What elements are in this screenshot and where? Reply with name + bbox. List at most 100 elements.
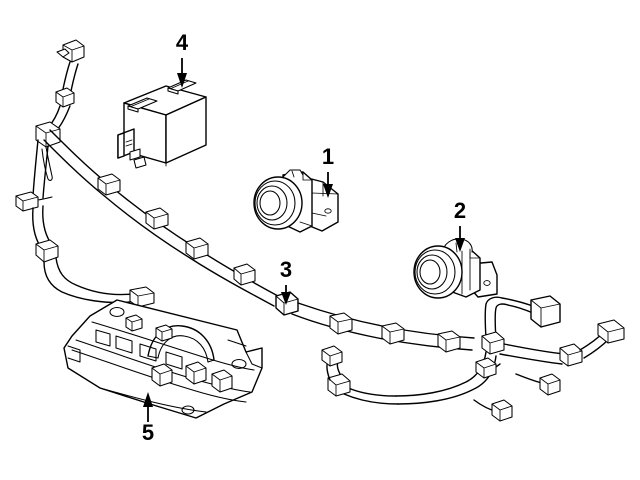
harness-clip-callout3-edges [275, 295, 299, 316]
callout-5: 5 [142, 392, 154, 445]
harness-clip-ul-1-edges [55, 91, 75, 108]
bracket-rib-long-2 [71, 349, 247, 403]
bracket-arch-ends [147, 355, 215, 363]
bracket-tower-3-edges [185, 365, 207, 385]
bracket-bottom-fold [99, 387, 207, 413]
harness-connector-left-side [15, 191, 39, 212]
bracket-tower-2 [155, 324, 173, 342]
parking-assist-sensor-front[interactable] [253, 169, 339, 233]
callout-3-arrowhead [281, 292, 291, 305]
control-module-foot [133, 156, 147, 169]
sensor1-collar-top-edge [302, 171, 313, 181]
callout-4-arrowhead [177, 73, 187, 88]
bracket-arch-inner [157, 335, 209, 363]
bracket-boss-top-left [109, 306, 125, 318]
sensor1-block-score [311, 192, 339, 217]
bracket-tower-1 [125, 314, 143, 332]
harness-connector-left-side-edges [15, 195, 39, 212]
harness-connector-big-right [530, 295, 561, 328]
harness-junction-ul [35, 121, 61, 148]
bracket-tower-3 [185, 361, 207, 385]
harness-clip-bottom-bend-edges [327, 377, 351, 397]
harness-connector-ll-tail [129, 286, 155, 308]
harness-bottom-left-b [343, 393, 399, 405]
bracket-pocket-4 [165, 351, 183, 370]
callout-4: 4 [176, 30, 189, 88]
harness-connector-top-left-keyway [56, 48, 70, 58]
bracket-shoulder-step [245, 351, 263, 369]
bracket-tower-5-edges [151, 367, 173, 387]
harness-clip-ll-1 [35, 239, 59, 263]
bracket-boss-right [231, 358, 247, 370]
sensor2-membrane [419, 259, 441, 285]
callout-1-arrowhead [323, 184, 333, 198]
bracket-tower-4 [211, 369, 233, 393]
harness-clip-ul-1 [55, 87, 75, 108]
harness-far-right-b [499, 353, 563, 365]
harness-connector-stub-right-edges [491, 403, 513, 422]
harness-clip-right-2 [381, 322, 405, 345]
sensor1-collar-bottom-edge [299, 221, 313, 227]
harness-left-loop-b [42, 205, 51, 243]
harness-connector-bottom-hook [321, 345, 343, 367]
callout-3-number: 3 [280, 257, 292, 282]
harness-junction-ul-edges [35, 125, 61, 148]
bracket-left-chamfer [63, 335, 73, 349]
harness-clip-main-2 [145, 207, 169, 230]
harness-lower-left-tail-b [55, 257, 133, 296]
bracket-pocket-1 [95, 329, 111, 347]
bracket-tower-5 [151, 363, 173, 387]
harness-connector-big-right-edges [530, 299, 561, 328]
control-module-mount-tab-rear-score [170, 80, 189, 89]
callout-5-arrowhead [143, 392, 153, 407]
sensor1-membrane [259, 190, 281, 216]
callout-1: 1 [322, 144, 334, 198]
bracket-arch-outer [147, 325, 215, 361]
harness-clip-right-3-edges [437, 333, 461, 353]
harness-main-rail-bottom [43, 139, 275, 307]
harness-stub-ul [41, 146, 53, 181]
callout-5-number: 5 [142, 420, 154, 445]
control-module-connector-latch [129, 148, 141, 161]
harness-connector-stub-right [491, 399, 513, 422]
control-module-edge-detail [123, 150, 167, 167]
control-module-mount-tab-front-edge [127, 105, 139, 113]
bracket-rib-long-1 [75, 339, 251, 393]
harness-connector-stub-mid [475, 357, 497, 379]
harness-clip-right-2-edges [381, 325, 405, 345]
harness-left-rail-b [42, 145, 49, 199]
control-module-side-face [165, 96, 207, 164]
harness-connector-bottom-hook-edges [321, 349, 343, 367]
control-module-mount-tab-front-score [130, 98, 150, 107]
harness-clip-far-right-edges [559, 347, 583, 367]
harness-lower-left-tail-a [43, 261, 131, 304]
harness-clip-main-3 [185, 237, 209, 260]
sensor2-collar-top-edge [469, 248, 481, 259]
harness-clip-bottom-bend [327, 373, 351, 397]
harness-riser-b [494, 303, 509, 341]
bracket-tower-1-edges [125, 317, 143, 332]
bumper-bracket[interactable] [63, 299, 263, 419]
control-module[interactable] [117, 79, 207, 169]
harness-connector-stub-mid-edges [475, 361, 497, 379]
callout-2-number: 2 [454, 198, 466, 223]
harness-connector-far-right-end-edges [597, 323, 625, 344]
harness-connector-stub-lowerright [539, 373, 561, 396]
callout-2-arrowhead [455, 238, 465, 252]
callout-2: 2 [454, 198, 466, 252]
harness-clip-ll-1-edges [35, 243, 59, 263]
harness-clip-main-3-edges [185, 241, 209, 260]
wire-harness[interactable] [15, 39, 625, 422]
sensor1-latch-dimple [324, 208, 332, 214]
harness-clip-main-2-edges [145, 211, 169, 230]
control-module-connector-face [117, 132, 125, 159]
callout-1-number: 1 [322, 144, 334, 169]
harness-connector-stub-lowerright-edges [539, 377, 561, 396]
control-module-connector-pins [125, 139, 133, 147]
parking-assist-sensor-rear[interactable] [413, 238, 498, 299]
harness-clip-main-4 [233, 263, 256, 286]
bracket-pocket-2 [115, 335, 133, 354]
harness-clip-far-right [559, 343, 583, 367]
